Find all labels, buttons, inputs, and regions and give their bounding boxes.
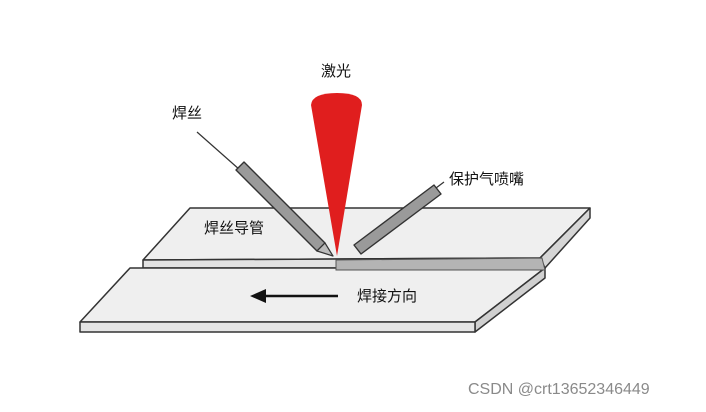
watermark: CSDN @crt13652346449 <box>468 381 650 398</box>
wire-guide-label: 焊丝导管 <box>204 219 265 237</box>
wire-label: 焊丝 <box>172 104 203 122</box>
nozzle-label: 保护气喷嘴 <box>449 170 525 188</box>
direction-arrow <box>250 289 338 303</box>
wire-lead-line <box>196 131 241 171</box>
direction-label: 焊接方向 <box>357 287 418 305</box>
arrow-head <box>250 289 266 303</box>
gas-nozzle <box>353 181 445 255</box>
front-plate <box>79 267 546 333</box>
weld-seam <box>335 257 546 271</box>
nozzle-tube <box>353 184 442 255</box>
welding-wire <box>196 131 334 257</box>
laser-beam <box>311 93 362 256</box>
nozzle-lead-line <box>435 181 445 189</box>
front-plate-front-edge <box>79 321 476 333</box>
wire-tip <box>316 242 334 257</box>
laser-label: 激光 <box>321 62 352 80</box>
laser-cone <box>311 93 362 256</box>
